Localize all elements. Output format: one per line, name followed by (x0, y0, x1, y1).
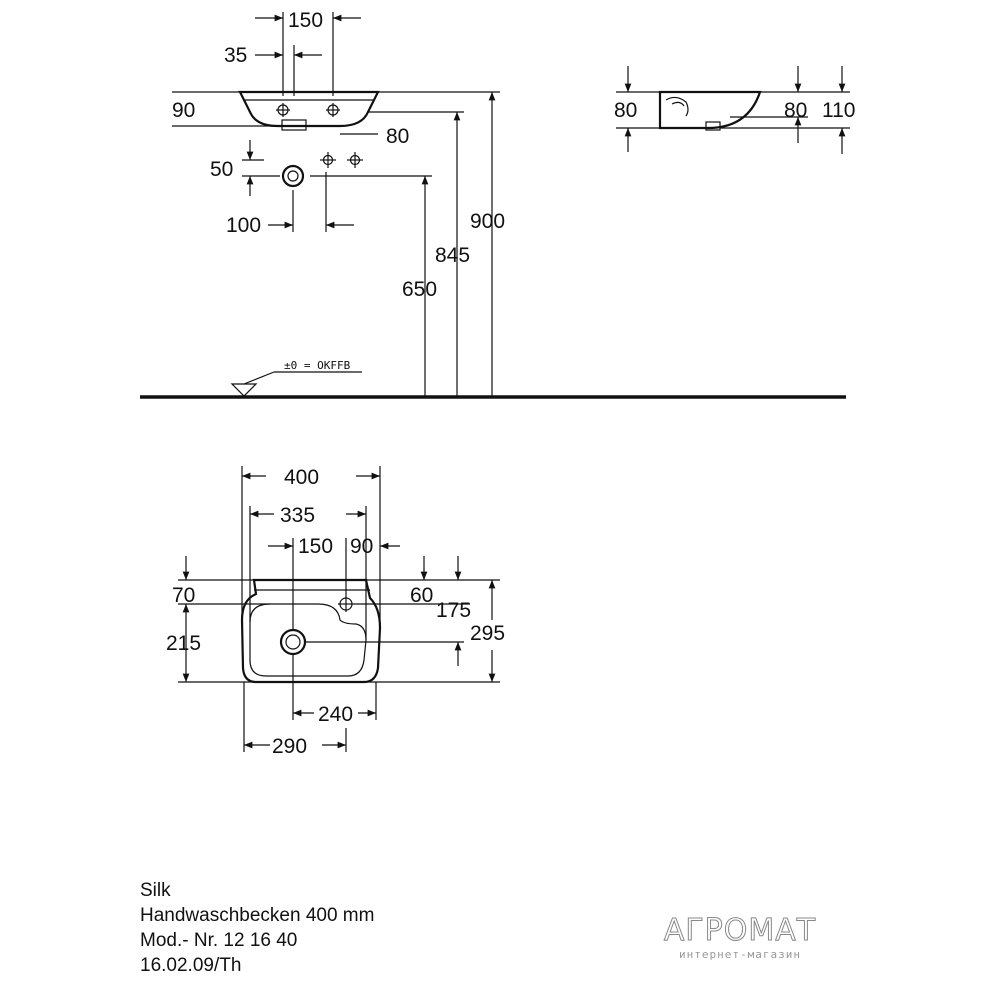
dim-100: 100 (226, 214, 261, 237)
floor-reference-label: ±0 = OKFFB (284, 359, 351, 372)
drawing-date: 16.02.09/Th (140, 955, 242, 976)
dim-35: 35 (224, 44, 247, 67)
top-dim-290: 290 (272, 735, 307, 758)
basin-front-outline (238, 90, 380, 128)
top-dim-240: 240 (318, 703, 353, 726)
top-dim-400: 400 (284, 466, 319, 489)
basin-side-outline (658, 90, 762, 130)
basin-bowl (249, 603, 367, 677)
product-info-block: Silk Handwaschbecken 400 mm Mod.- Nr. 12… (140, 878, 374, 978)
top-dim-175: 175 (436, 599, 471, 622)
side-view: 80 80 110 (614, 66, 855, 154)
product-series: Silk (140, 880, 171, 901)
product-description: Handwaschbecken 400 mm (140, 905, 375, 926)
model-number: Mod.- Nr. 12 16 40 (140, 930, 298, 951)
top-dim-150: 150 (298, 535, 333, 558)
top-drain (279, 628, 307, 656)
top-dim-70: 70 (172, 584, 195, 607)
top-dim-295: 295 (470, 622, 505, 645)
top-view: 400 335 150 90 70 215 60 175 (166, 466, 505, 758)
side-dim-80-left: 80 (614, 99, 637, 122)
side-dim-80-right: 80 (784, 99, 807, 122)
dim-900: 900 (470, 210, 505, 233)
dim-650: 650 (402, 278, 437, 301)
top-dim-215: 215 (166, 632, 201, 655)
top-dim-60: 60 (410, 584, 433, 607)
top-dim-90: 90 (350, 535, 373, 558)
dim-90-height: 90 (172, 99, 195, 122)
watermark-brand: АГРОМАТ (663, 913, 817, 948)
dim-50: 50 (210, 158, 233, 181)
floor-level-symbol (230, 383, 258, 397)
dim-845: 845 (435, 244, 470, 267)
waste-outlet (281, 164, 305, 188)
top-dim-335: 335 (280, 504, 315, 527)
watermark-tagline: интернет-магазин (679, 948, 801, 961)
watermark-logo: АГРОМАТ интернет-магазин (648, 913, 832, 961)
basin-top-outline (240, 578, 382, 684)
dim-150: 150 (288, 9, 323, 32)
dim-80-side: 80 (386, 125, 409, 148)
front-view: 150 35 90 80 50 100 (140, 9, 846, 399)
side-dim-110: 110 (822, 99, 855, 122)
